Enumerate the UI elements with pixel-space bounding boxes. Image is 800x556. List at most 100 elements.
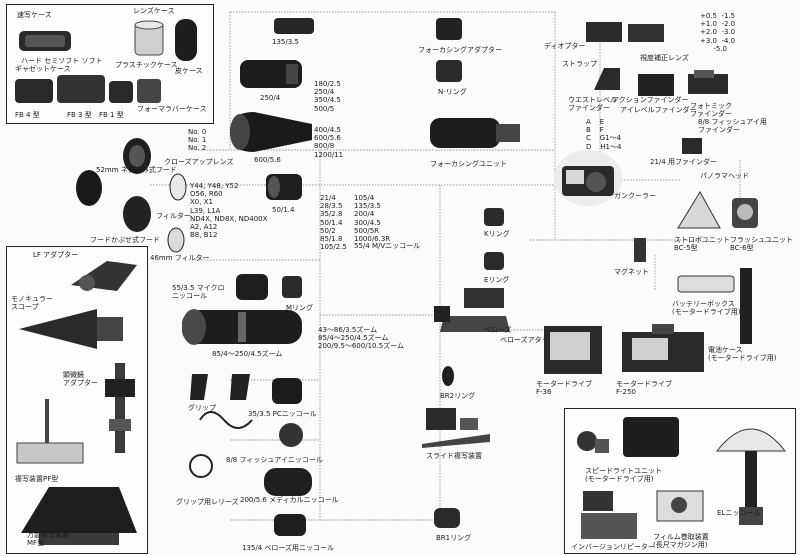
bellows-136-photo xyxy=(272,512,308,538)
br1-label: BR1リング xyxy=(436,534,472,542)
m-ring-label: Mリング xyxy=(286,304,314,312)
strap-label: ストラップ xyxy=(562,60,597,68)
film-loader-photo xyxy=(655,483,705,525)
case-header-label: 速写ケース xyxy=(17,11,52,19)
eyepiece-label: 視度補正レンズ xyxy=(640,54,689,62)
finder-21-label: 21/4 用ファインダー xyxy=(650,158,717,166)
lens-50-label: 50/1.4 xyxy=(272,206,295,214)
battery-case-label: 電池ケース (モータードライブ用) xyxy=(708,346,777,363)
lens-135-label: 135/3.5 xyxy=(272,38,299,46)
magnet-label: マグネット xyxy=(614,268,649,276)
pc-nikkor-label: 35/3.5 PCニッコール xyxy=(248,410,317,418)
grip-photo xyxy=(186,370,256,404)
focusing-unit-label: フォーカシングユニット xyxy=(430,160,507,168)
hard-case-photo xyxy=(17,27,73,55)
pc-knob-photo xyxy=(276,420,306,450)
battery-box-label: バッテリーボックス (モータードライブ用) xyxy=(672,300,741,317)
fisheye-finder-label: 8/8 フィッシュアイ用 ファインダー xyxy=(698,118,767,135)
fisheye-photo xyxy=(262,464,314,500)
eyelevel-label: アイレベルファインダー xyxy=(620,106,697,114)
lens-series-a-label: 180/2.5 250/4 350/4.5 500/5 xyxy=(314,80,341,113)
filter-nos-label: No. 0 No. 1 No. 2 xyxy=(188,128,207,153)
bellows-136-label: 135/4 ベローズ用ニッコール xyxy=(242,544,335,552)
action-finder-photo xyxy=(636,70,676,100)
film-loader-label: フィルム巻取装置 (長尺マガジン用) xyxy=(653,533,709,550)
copy-stand-photo xyxy=(15,397,85,467)
m-ring-photo xyxy=(280,274,304,300)
photomic-finder-label: フォトミック ファインダー xyxy=(690,102,732,119)
zoom-lens-photo xyxy=(178,304,308,352)
microscope-adapter-photo xyxy=(103,359,137,459)
e-ring-label: Eリング xyxy=(484,276,510,284)
lens-50-photo xyxy=(264,172,304,202)
wide-lenses-a-label: 21/4 28/3.5 35/2.8 50/1.4 50/2 85/1.8 10… xyxy=(320,194,347,252)
lens-250-photo xyxy=(236,56,306,92)
action-finder-label: アクションファインダー xyxy=(612,96,689,104)
flash-photo xyxy=(730,196,760,230)
nikkor-55-label: 55/4 M/Vニッコール xyxy=(354,242,421,250)
panorama-label: パノラマヘッド xyxy=(700,172,749,180)
grip-release-label: グリップ用レリーズ xyxy=(176,498,239,506)
power-pack-photo xyxy=(621,415,681,459)
micro-55-photo xyxy=(234,272,270,302)
copy-stand-label: 複写装置PF型 xyxy=(15,475,59,483)
br1-photo xyxy=(432,506,462,530)
speedlight-label: スピードライトユニット (モータードライブ用) xyxy=(585,467,662,484)
motor-f36-photo xyxy=(540,322,606,378)
pc-lens-photo xyxy=(270,376,304,406)
finder-photo-a xyxy=(584,16,624,46)
hard-soft-label: ハード セミソフト ソフト xyxy=(21,57,103,65)
lens-series-b-label: 400/4.5 600/5.6 800/8 1200/11 xyxy=(314,126,344,159)
waist-finder-photo xyxy=(590,64,624,94)
inversion-photo xyxy=(577,487,641,543)
speedlight-photo xyxy=(573,425,613,459)
slide-copy-photo xyxy=(420,404,496,448)
motor-f36-label: モータードライブ F-36 xyxy=(536,380,592,397)
fb1-label: FB 1 型 xyxy=(99,111,124,119)
slide-copy-label: スライド複写装置 xyxy=(426,452,482,460)
lens-cap-photo xyxy=(74,168,104,208)
grip-cord-photo xyxy=(196,402,256,438)
k-ring-label: Kリング xyxy=(484,230,510,238)
flash-unit-label: フラッシュユニット BC-6型 xyxy=(730,236,793,253)
multi-copy-label: 万能複写装置 MF型 xyxy=(27,531,69,548)
cases-panel: 速写ケース レンズケース ハード セミソフト ソフト ギャゼットケース プラスチ… xyxy=(6,4,214,124)
gadget-case-photo xyxy=(13,73,163,107)
bellows-label: ベローズ xyxy=(484,326,512,334)
diopter-label: ディオプター xyxy=(544,42,586,50)
fisheye-label: 8/8 フィッシュアイニッコール xyxy=(226,456,323,464)
magnet-photo xyxy=(632,236,648,264)
former-case-label: フォーマラバーケース xyxy=(137,105,207,113)
hood-52-label: 52mm ネジ込み式フード xyxy=(96,166,177,174)
gun-cooler-label: ガンクーラー xyxy=(614,192,656,200)
leather-lens-case-photo xyxy=(171,15,201,65)
focusing-adapter-label: フォーカシングアダプター xyxy=(418,46,502,54)
lf-adapter-label: LF アダプター xyxy=(33,251,79,259)
plastic-lens-case-photo xyxy=(131,19,167,59)
micro-55-label: 55/3.5 マイクロ ニッコール xyxy=(172,284,225,301)
grip-release-photo xyxy=(186,452,216,480)
focusing-adapter-photo xyxy=(434,16,464,42)
waist-finder-label: ウエストレベル ファインダー xyxy=(568,96,617,113)
finder-21-photo xyxy=(680,136,704,156)
filter-ring-photo xyxy=(120,136,154,176)
motor-f250-label: モータードライブ F-250 xyxy=(616,380,672,397)
k-ring-photo xyxy=(482,206,506,228)
screens-label: A E B F C G1～4 D H1～4 xyxy=(586,118,622,151)
filter-46-label: 46mm フィルター xyxy=(150,254,210,262)
fb3-label: FB 3 型 xyxy=(67,111,92,119)
focusing-unit-photo xyxy=(426,110,526,160)
fb4-label: FB 4 型 xyxy=(15,111,40,119)
filter-46-photo xyxy=(166,226,186,254)
filters-label: Y44, Y48, Y52 O56, R60 X0, X1 L39, L1A N… xyxy=(190,182,268,240)
medical-label: 200/5.6 メディカルニッコール xyxy=(240,496,339,504)
bellows-unit-label: ベローズアタッチメント xyxy=(500,336,577,344)
filter-glass-photo xyxy=(168,172,188,202)
gadget-case-label: ギャゼットケース xyxy=(15,65,71,73)
push-cap-label: フードかぶせ式フード xyxy=(90,236,160,244)
n-ring-photo xyxy=(434,58,464,84)
battery-box-photo xyxy=(676,272,736,296)
zoom-85-label: 85/4～250/4.5ズーム xyxy=(212,350,283,358)
